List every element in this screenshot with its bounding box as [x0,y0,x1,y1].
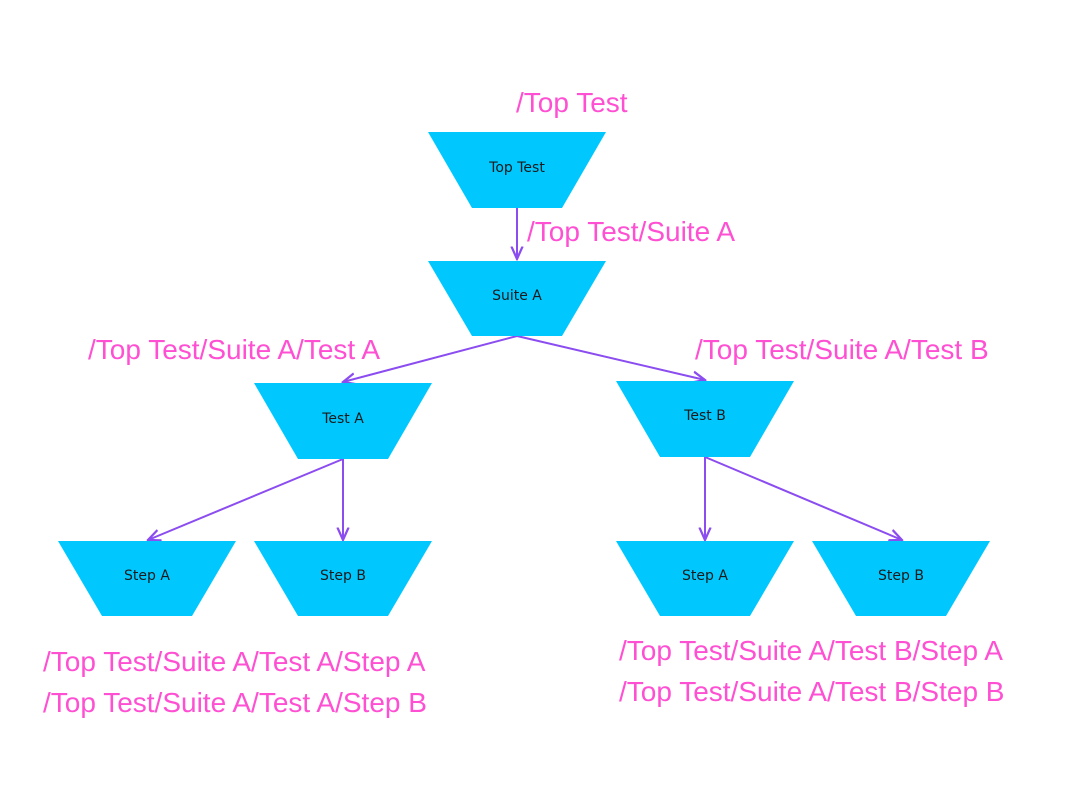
node-label: Test B [683,408,726,424]
node-test-a-step-b[interactable]: Step B [254,541,432,616]
node-shape [58,541,236,616]
path-label-top-test: /Top Test [516,87,628,118]
node-shape [812,541,990,616]
node-label: Top Test [488,160,545,176]
node-shape [616,381,794,457]
path-label-test-b: /Top Test/Suite A/Test B [695,334,989,365]
node-top-test[interactable]: Top Test [428,132,606,208]
node-shape [616,541,794,616]
path-label-test-a: /Top Test/Suite A/Test A [88,334,380,365]
edge-test-b-to-step-b [704,456,902,540]
edge-test-a-to-step-a [148,458,344,540]
node-shape [254,383,432,459]
node-label: Test A [321,411,364,427]
node-label: Step B [878,568,924,584]
path-label-test-a-step-a: /Top Test/Suite A/Test A/Step A [43,646,426,677]
node-shape [428,132,606,208]
node-shape [428,261,606,336]
node-shape [254,541,432,616]
node-test-b[interactable]: Test B [616,381,794,457]
path-label-test-b-step-a: /Top Test/Suite A/Test B/Step A [619,635,1003,666]
node-label: Step A [682,568,728,584]
node-suite-a[interactable]: Suite A [428,261,606,336]
path-label-test-a-step-b: /Top Test/Suite A/Test A/Step B [43,687,427,718]
node-label: Step A [124,568,170,584]
node-test-b-step-b[interactable]: Step B [812,541,990,616]
node-label: Suite A [492,288,542,304]
node-label: Step B [320,568,366,584]
edge-suite-a-to-test-a [343,335,518,382]
path-label-suite-a: /Top Test/Suite A [527,216,735,247]
node-test-a[interactable]: Test A [254,383,432,459]
edges [148,208,902,540]
edge-suite-a-to-test-b [516,335,705,380]
path-label-test-b-step-b: /Top Test/Suite A/Test B/Step B [619,676,1004,707]
node-test-b-step-a[interactable]: Step A [616,541,794,616]
node-test-a-step-a[interactable]: Step A [58,541,236,616]
